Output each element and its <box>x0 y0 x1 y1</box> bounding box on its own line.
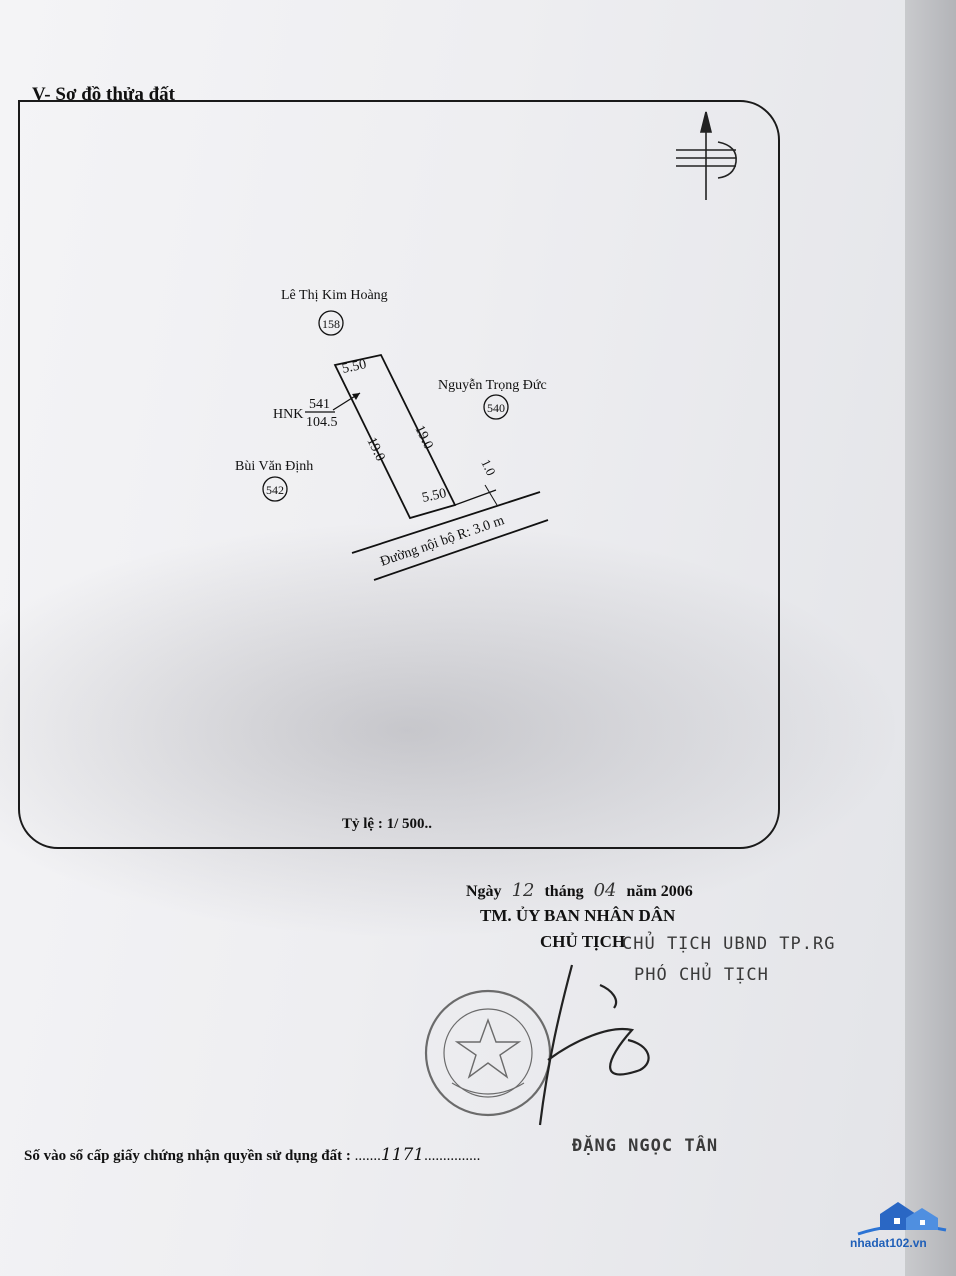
month-label: tháng <box>544 883 584 900</box>
date-month: 04 <box>593 880 617 901</box>
date-day: 12 <box>511 880 535 901</box>
section-title: V- Sơ đồ thửa đất <box>32 84 175 105</box>
issuing-org: TM. ỦY BAN NHÂN DÂN <box>480 906 676 925</box>
stamp-title-line1: CHỦ TỊCH UBND TP.RG <box>622 934 836 954</box>
stamp-title-line2: PHÓ CHỦ TỊCH <box>634 965 769 985</box>
underlying-sheet-edge <box>905 0 956 1276</box>
year-label: năm 2006 <box>626 883 693 900</box>
house-icon <box>857 1202 947 1236</box>
registry-number: 1171 <box>380 1145 425 1165</box>
signer-name: ĐẶNG NGỌC TÂN <box>572 1136 719 1156</box>
map-scale: Tỷ lệ : 1/ 500.. <box>342 816 432 832</box>
registry-label: Số vào sổ cấp giấy chứng nhận quyền sử d… <box>24 1148 351 1164</box>
signer-title: CHỦ TỊCH <box>540 932 626 951</box>
watermark-logo: nhadat102.vn <box>850 1200 950 1256</box>
watermark-text: nhadat102.vn <box>850 1236 927 1250</box>
issue-date: Ngày 12 tháng 04 năm 2006 <box>466 880 693 901</box>
map-frame <box>18 100 780 849</box>
registry-leader: ....... <box>354 1148 381 1164</box>
registry-book-line: Số vào sổ cấp giấy chứng nhận quyền sử d… <box>24 1145 480 1165</box>
registry-trail: ............... <box>424 1148 481 1164</box>
date-prefix: Ngày <box>466 883 502 900</box>
